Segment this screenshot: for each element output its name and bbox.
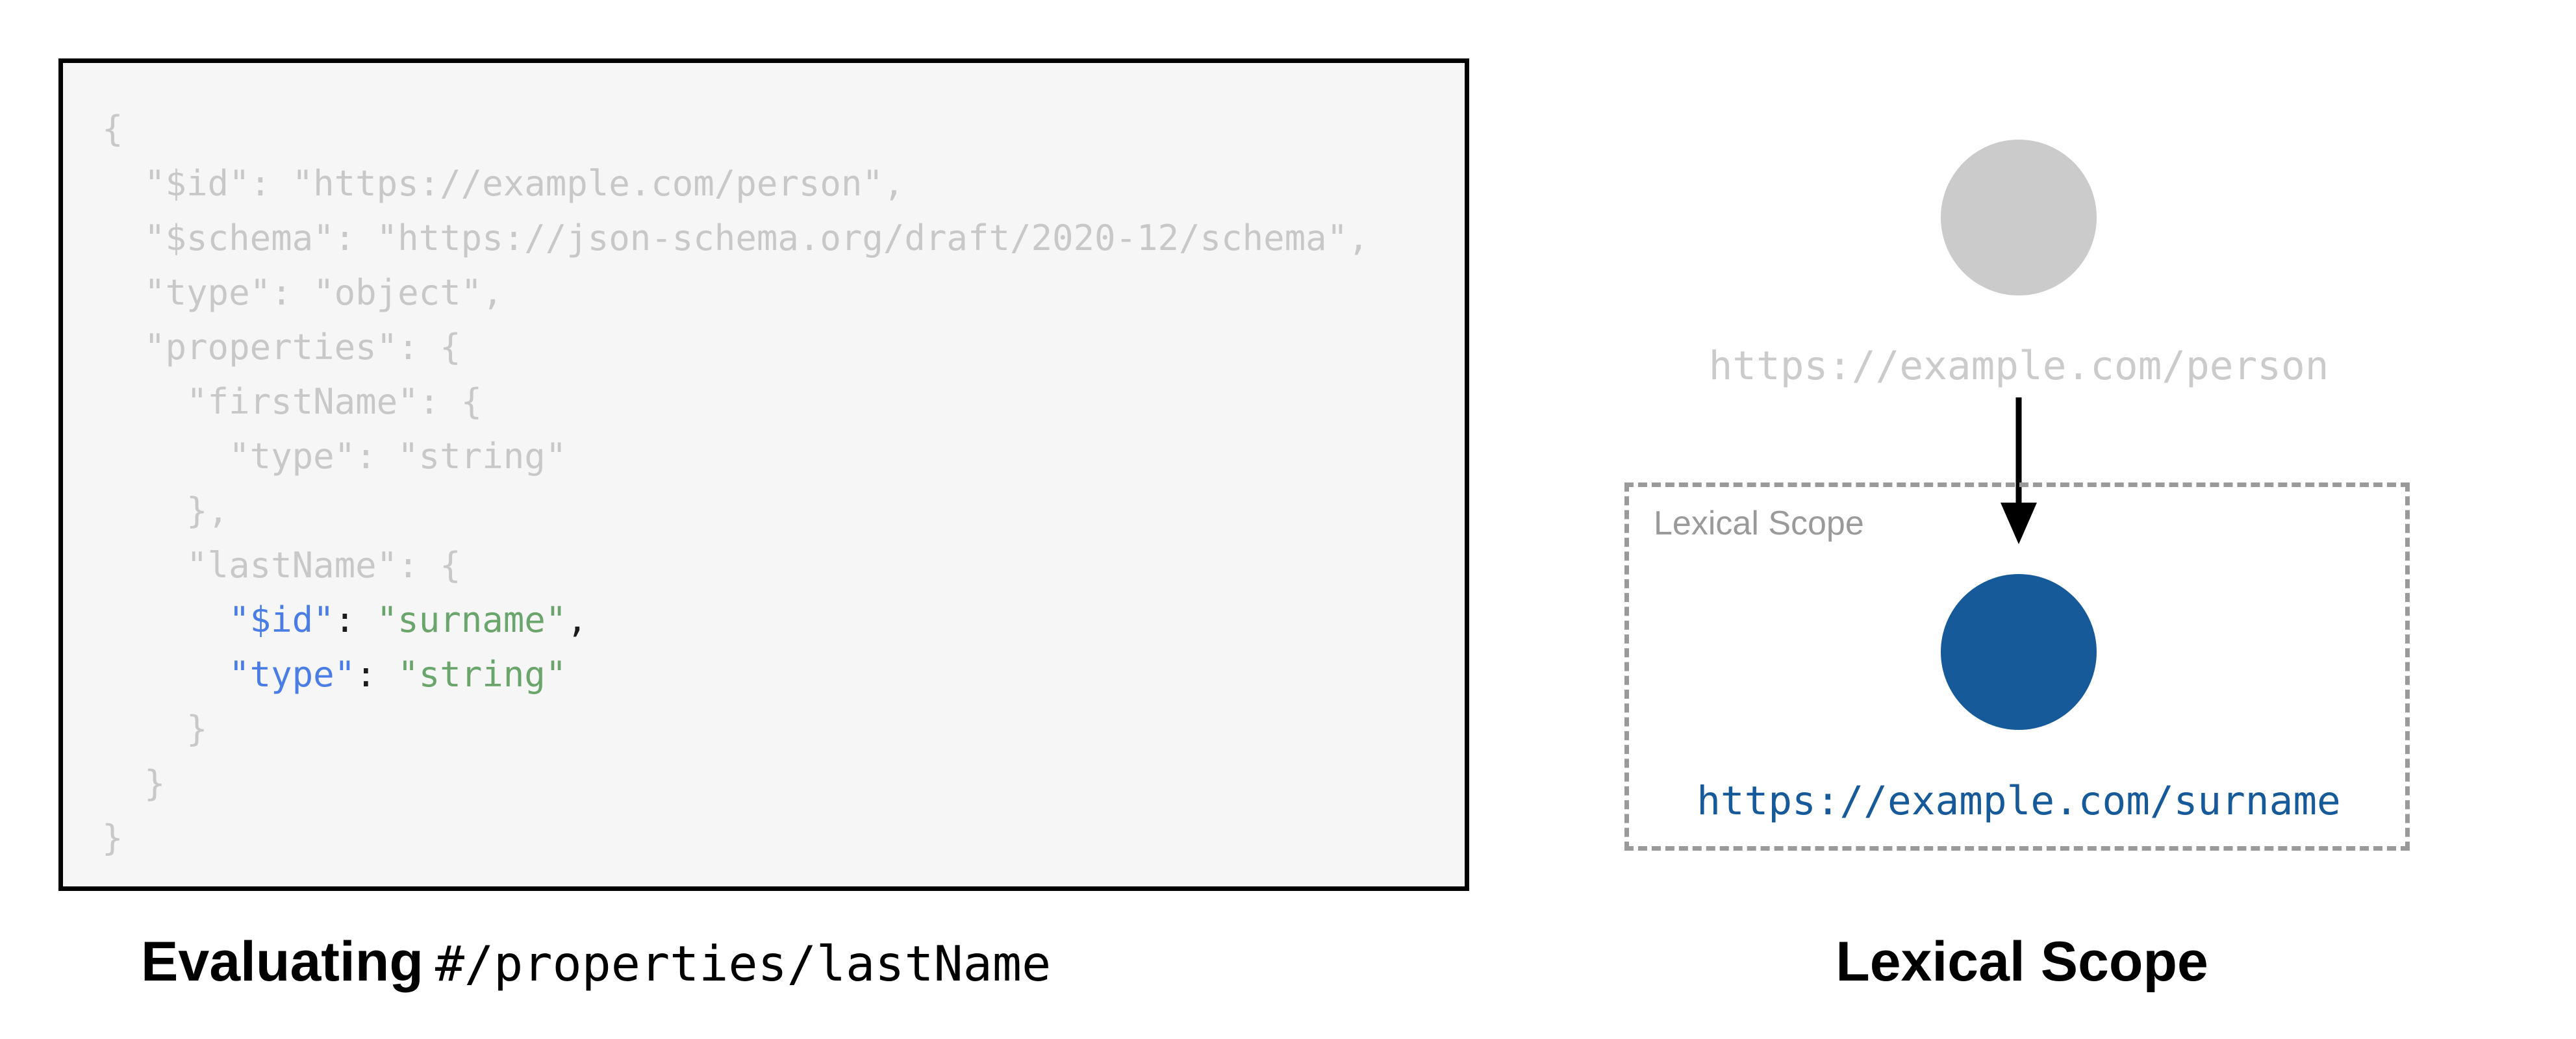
parent-schema-uri: https://example.com/person — [1708, 343, 2329, 389]
json-code: { "$id": "https://example.com/person", "… — [102, 102, 1369, 866]
code-line: { — [102, 108, 123, 149]
code-line: "firstName": { — [102, 381, 483, 422]
code-line: }, — [102, 490, 229, 531]
json-schema-panel: { "$id": "https://example.com/person", "… — [58, 58, 1469, 891]
left-caption-word: Evaluating — [141, 931, 423, 993]
lexical-scope-inner-label: Lexical Scope — [1654, 505, 1864, 542]
arrow-down-icon — [2001, 397, 2037, 544]
code-line: "$schema": "https://json-schema.org/draf… — [102, 218, 1369, 258]
code-line: } — [102, 763, 166, 804]
parent-schema-node-circle — [1941, 140, 2097, 295]
code-line: "type": "string" — [102, 436, 567, 477]
code-line: } — [102, 708, 208, 749]
lexical-scope-box: Lexical Scope — [1624, 482, 2410, 851]
code-line: "type": "string" — [229, 654, 567, 695]
code-line: "type": "object", — [102, 272, 503, 313]
code-line: "properties": { — [102, 327, 461, 368]
child-schema-node-circle — [1941, 574, 2097, 730]
code-line: "$id": "https://example.com/person", — [102, 163, 905, 204]
right-caption: Lexical Scope — [1836, 931, 2208, 993]
left-caption: Evaluating#/properties/lastName — [141, 930, 1051, 994]
code-line: } — [102, 818, 123, 858]
child-schema-uri: https://example.com/surname — [1697, 778, 2341, 824]
code-line: "$id": "surname", — [229, 599, 588, 640]
code-line: "lastName": { — [102, 545, 461, 586]
left-caption-json-pointer: #/properties/lastName — [435, 935, 1052, 992]
